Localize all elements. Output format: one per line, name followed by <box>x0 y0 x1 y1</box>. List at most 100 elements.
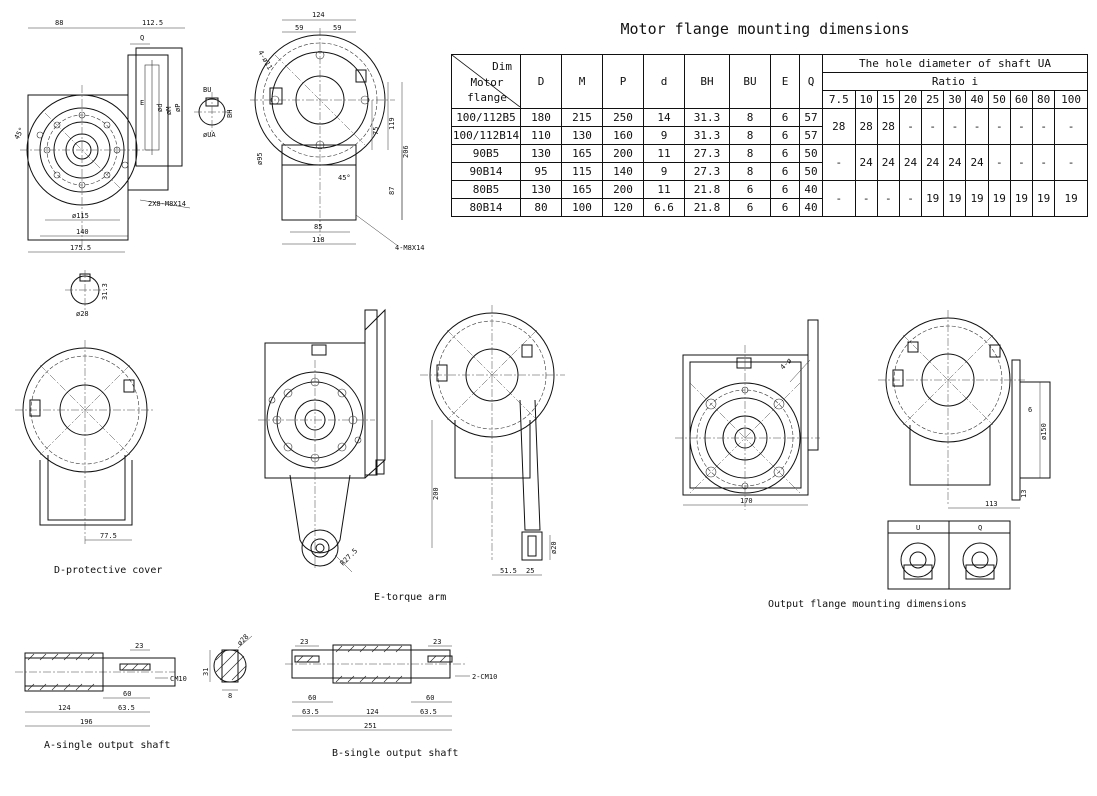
ratio-cell: 80 <box>1032 90 1056 109</box>
ua-cell: - <box>898 108 923 145</box>
dim-r27-5: R27.5 <box>339 547 360 568</box>
dim-175-5: 175.5 <box>70 244 91 252</box>
ua-cell: - <box>965 108 989 145</box>
value-cell: 130 <box>561 126 603 145</box>
value-cell: 11 <box>643 180 685 199</box>
dim-a-23: 23 <box>135 642 143 650</box>
ua-cell: - <box>987 108 1011 145</box>
label-q: Q <box>978 524 982 532</box>
dim-q: Q <box>140 34 144 42</box>
ua-cell: 24 <box>965 144 989 181</box>
dim-59b: 59 <box>333 24 341 32</box>
ua-cell: 19 <box>1032 180 1056 217</box>
dim-119: 119 <box>388 117 396 130</box>
dim-bh: BH <box>226 110 234 118</box>
value-cell: 8 <box>729 162 771 181</box>
value-cell: 165 <box>561 144 603 163</box>
dim-88: 88 <box>55 19 63 27</box>
value-cell: 27.3 <box>684 162 730 181</box>
ua-cell: - <box>898 180 923 217</box>
dim-85: 85 <box>314 223 322 231</box>
front-view-flange: 88 112.5 Q ød øM øP E 45° 2X8-M8X14 ø115… <box>13 19 191 253</box>
caption-torque-arm: E-torque arm <box>374 592 446 603</box>
ua-cell: - <box>876 180 900 217</box>
ua-cell: - <box>987 144 1011 181</box>
shaft-key-section: ø28 31 8 <box>202 633 253 700</box>
ua-cell: 24 <box>876 144 900 181</box>
torque-arm-side-view: 200 ø20 51.5 25 <box>420 305 565 576</box>
ua-cell: - <box>1032 108 1056 145</box>
dim-b-251: 251 <box>364 722 377 730</box>
value-cell: 100 <box>561 198 603 217</box>
shaft-key-view: BU BH øUA <box>194 86 234 139</box>
dim-13: 13 <box>1020 490 1028 498</box>
value-cell: 6 <box>770 144 800 163</box>
dim-77-5: 77.5 <box>100 532 117 540</box>
value-cell: 21.8 <box>684 180 730 199</box>
value-cell: 31.3 <box>684 126 730 145</box>
col-header: d <box>643 54 685 109</box>
value-cell: 50 <box>799 144 823 163</box>
caption-protective-cover: D-protective cover <box>54 565 162 576</box>
caption-b-shaft: B-single output shaft <box>332 748 458 759</box>
ratio-cell: 50 <box>987 90 1011 109</box>
ua-cell: 19 <box>943 180 967 217</box>
dim-phi20: ø20 <box>550 541 558 554</box>
value-cell: 6 <box>770 180 800 199</box>
corner-dim-label: Dim <box>492 60 512 73</box>
dim-b-cm: 2-CM10 <box>472 673 497 681</box>
ua-cell: 28 <box>822 108 856 145</box>
dim-45b: 45° <box>338 174 351 182</box>
flange-cell: 100/112B5 <box>451 108 521 127</box>
ua-cell: 24 <box>854 144 878 181</box>
output-key-detail: 31.3 ø28 <box>65 270 109 318</box>
ua-cell: 19 <box>965 180 989 217</box>
torque-arm-front-view: R27.5 <box>258 308 386 573</box>
dim-b-23b: 23 <box>433 638 441 646</box>
a-output-shaft-view: 23 CM10 60 124 63.5 196 <box>15 642 187 727</box>
value-cell: 40 <box>799 180 823 199</box>
dim-124: 124 <box>312 11 325 19</box>
dim-k-8: 8 <box>228 692 232 700</box>
value-cell: 200 <box>602 180 644 199</box>
ratio-cell: 60 <box>1009 90 1034 109</box>
value-cell: 215 <box>561 108 603 127</box>
value-cell: 110 <box>520 126 562 145</box>
value-cell: 8 <box>729 144 771 163</box>
dim-k-phi28: ø28 <box>236 633 251 648</box>
value-cell: 6 <box>770 162 800 181</box>
dim-140: 140 <box>76 228 89 236</box>
value-cell: 130 <box>520 144 562 163</box>
ratio-cell: 15 <box>876 90 900 109</box>
ratio-cell: 7.5 <box>822 90 856 109</box>
dim-phim: øM <box>165 107 173 115</box>
value-cell: 6 <box>770 198 800 217</box>
value-cell: 6 <box>729 198 771 217</box>
value-cell: 165 <box>561 180 603 199</box>
ua-cell: 28 <box>854 108 878 145</box>
value-cell: 9 <box>643 162 685 181</box>
ua-cell: 24 <box>921 144 945 181</box>
ua-cell: 19 <box>987 180 1011 217</box>
col-header: BH <box>684 54 730 109</box>
label-u: U <box>916 524 920 532</box>
ratio-cell: 25 <box>921 90 945 109</box>
col-header: Q <box>799 54 823 109</box>
dim-holes: 2X8-M8X14 <box>148 200 186 208</box>
dim-a-196: 196 <box>80 718 93 726</box>
dim-118: 118 <box>312 236 325 244</box>
ratio-cell: 10 <box>854 90 878 109</box>
dim-phi95: ø95 <box>256 152 264 165</box>
value-cell: 11 <box>643 144 685 163</box>
ua-cell: - <box>854 180 878 217</box>
dim-a-124: 124 <box>58 704 71 712</box>
dim-45: 45° <box>13 126 26 141</box>
value-cell: 180 <box>520 108 562 127</box>
dim-6: 6 <box>1028 406 1032 414</box>
value-cell: 6 <box>770 108 800 127</box>
